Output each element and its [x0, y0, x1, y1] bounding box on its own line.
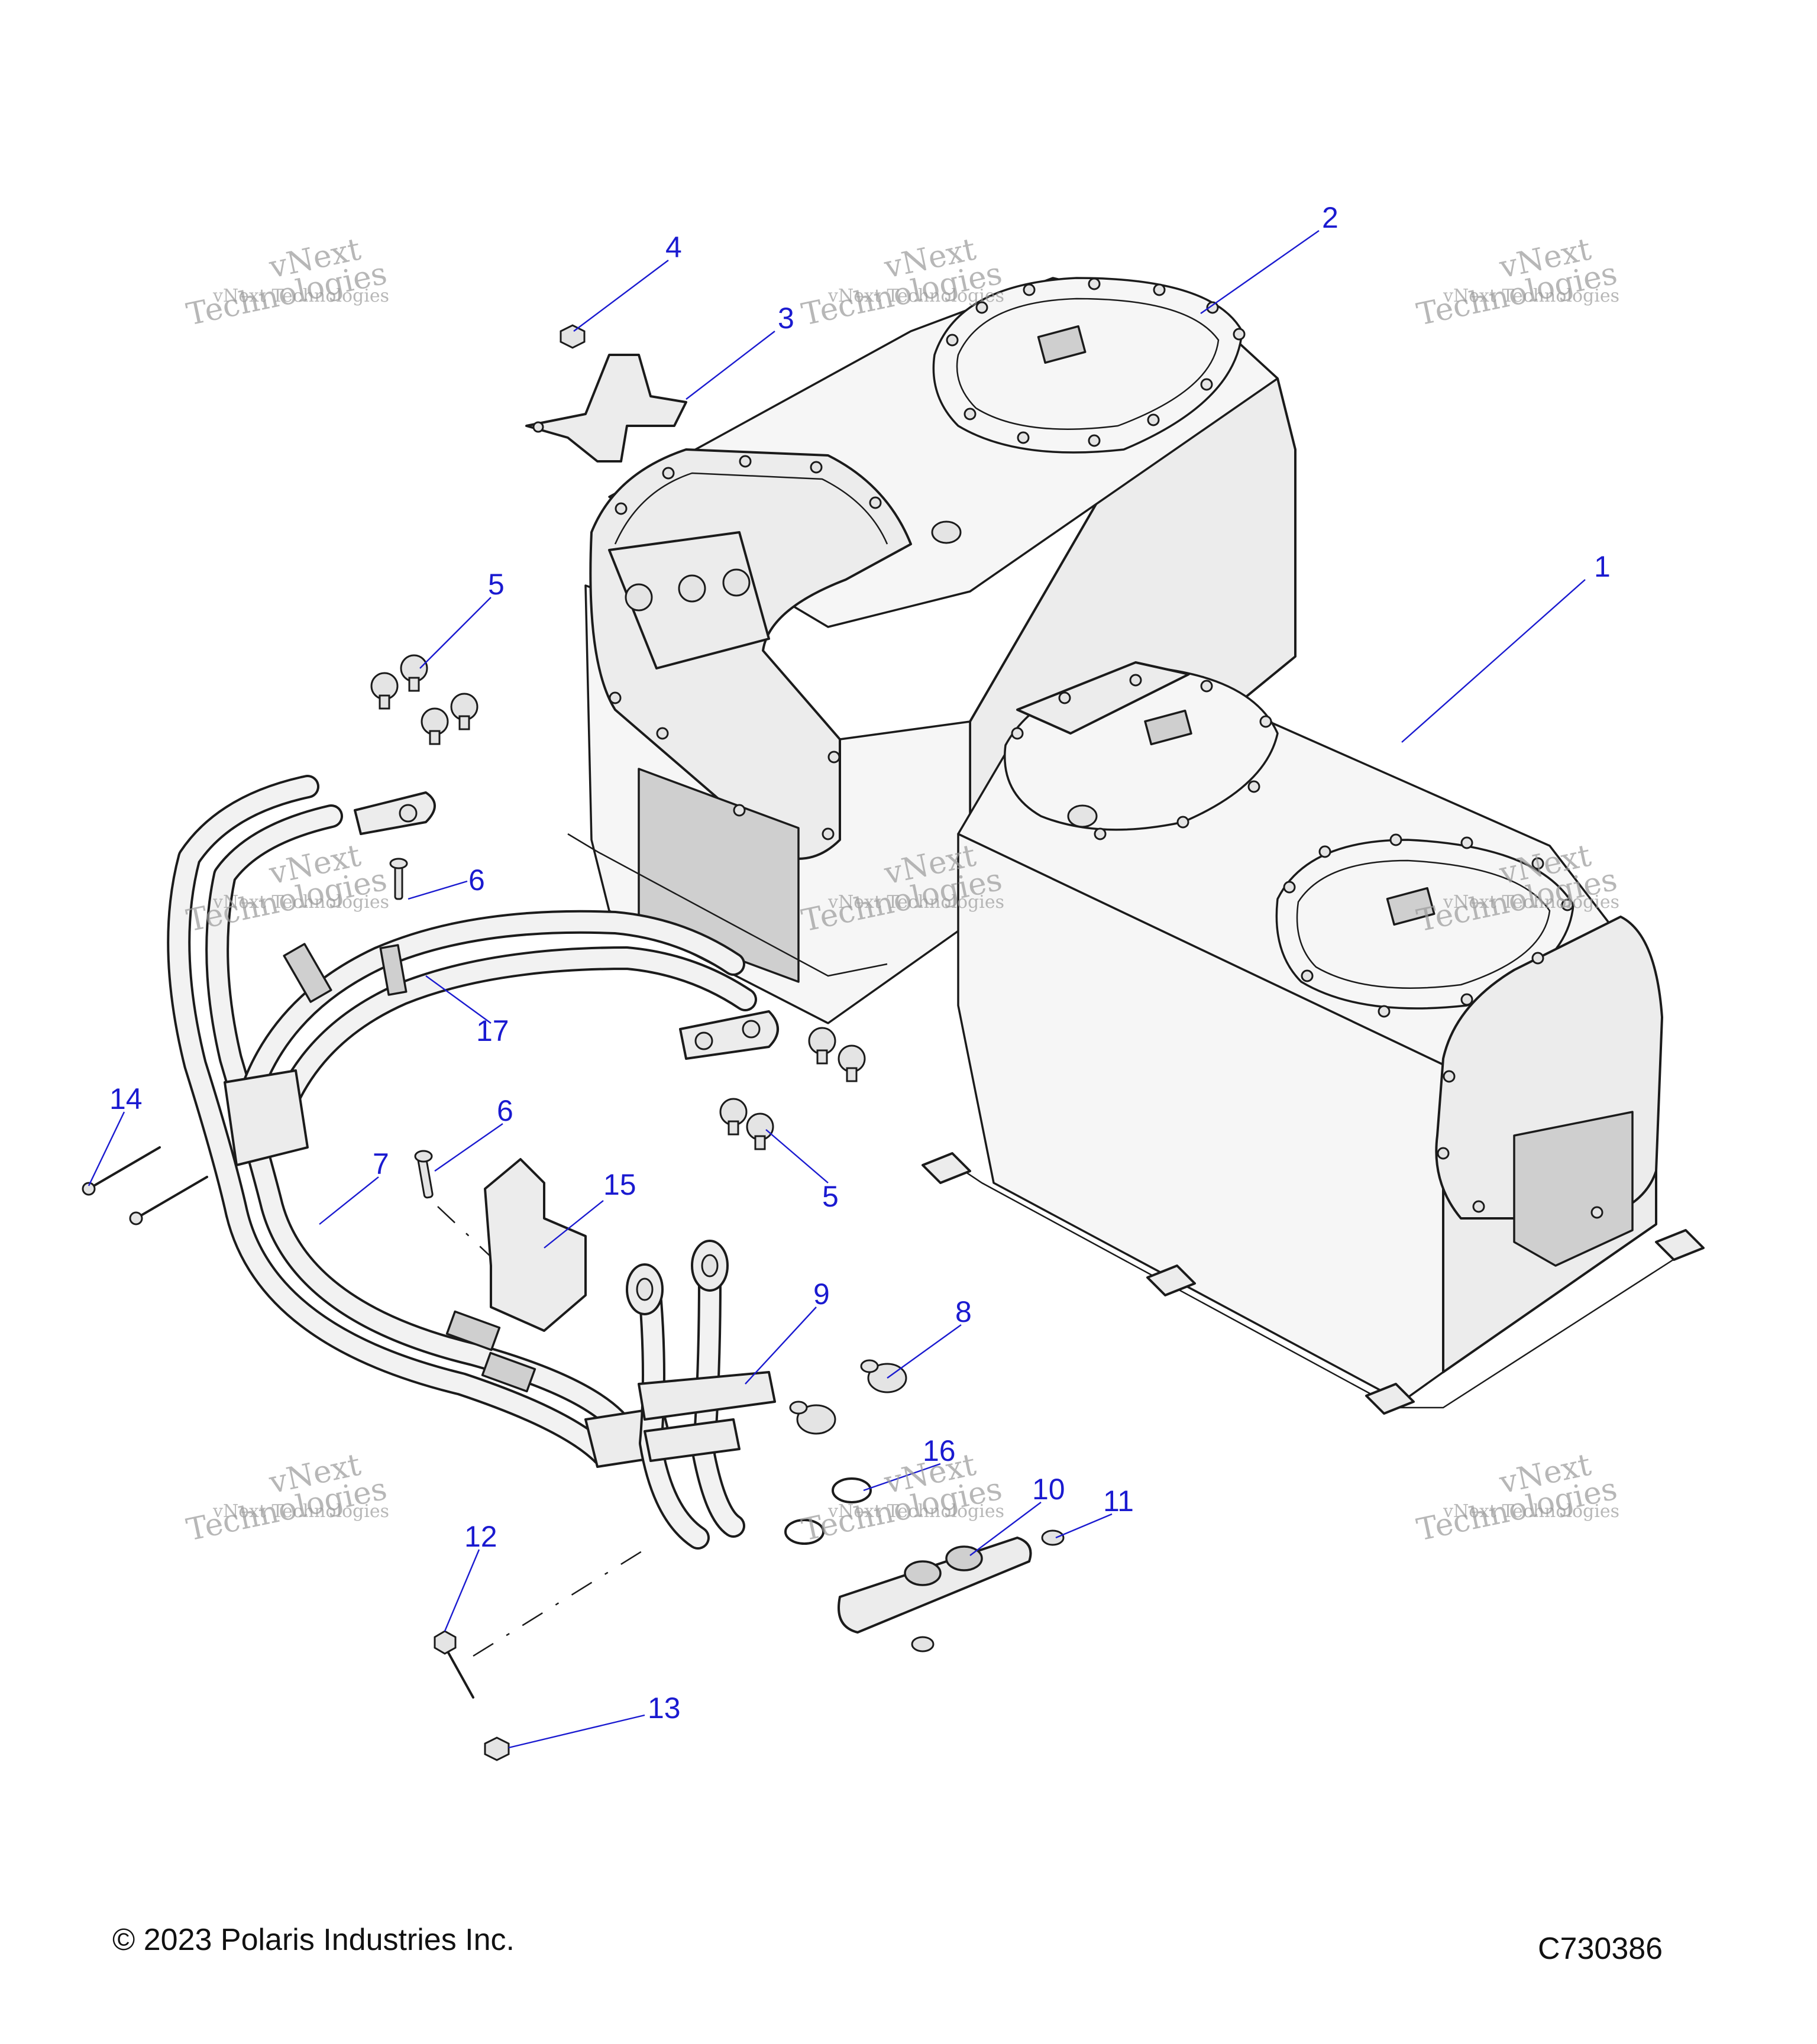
- callout-7: 7: [373, 1147, 389, 1181]
- leader-lines: [88, 230, 1586, 1749]
- callout-14: 14: [109, 1082, 143, 1115]
- callout-5-upper: 5: [488, 568, 505, 601]
- coolant-hoses: [167, 775, 779, 1468]
- screw-part-6-upper: [389, 858, 408, 900]
- watermark-text: vNext Technologies: [827, 1501, 1004, 1522]
- bolts-part-5-lower: [719, 1027, 866, 1150]
- knob-part-8: [789, 1359, 907, 1435]
- bracket-part-10: [838, 1537, 1032, 1634]
- watermark-text: vNext Technologies: [1443, 1501, 1619, 1522]
- callout-6-lower: 6: [497, 1094, 513, 1127]
- watermark-text: vNext Technologies: [1443, 892, 1619, 913]
- battery-pack-front: [922, 661, 1705, 1415]
- callout-6-upper: 6: [468, 863, 485, 897]
- copyright-notice: © 2023 Polaris Industries Inc.: [112, 1923, 515, 1957]
- nut-part-13: [484, 1736, 510, 1761]
- lid-bolts-rear: [609, 277, 1246, 840]
- callouts: 1 2 3 4 5 5 6 6 7 8 9 10 11 12 13 14 15 …: [109, 201, 1611, 1725]
- lid-bolts-front: [1011, 674, 1603, 1219]
- watermark-text: vNext Technologies: [212, 1501, 389, 1522]
- watermark-text: vNext Technologies: [212, 286, 389, 306]
- diagram-code: C730386: [1538, 1932, 1663, 1966]
- bolts-part-14: [82, 1146, 208, 1225]
- callout-11: 11: [1103, 1485, 1134, 1518]
- clamp-part-16: [784, 1477, 872, 1545]
- callout-2: 2: [1322, 201, 1338, 234]
- callout-3: 3: [778, 302, 794, 335]
- battery-cables: [626, 1240, 776, 1550]
- callout-1: 1: [1594, 550, 1611, 583]
- callout-4: 4: [665, 231, 682, 264]
- callout-12: 12: [464, 1520, 497, 1553]
- callout-15: 15: [603, 1168, 636, 1201]
- screw-part-11: [911, 1529, 1065, 1652]
- callout-9: 9: [813, 1278, 830, 1311]
- callout-10: 10: [1032, 1473, 1065, 1506]
- nut-part-4: [560, 324, 586, 349]
- callout-5-lower: 5: [822, 1180, 839, 1213]
- battery-pack-rear: [567, 277, 1297, 1024]
- watermark-text: vNext Technologies: [212, 892, 389, 913]
- watermark-text: vNext Technologies: [827, 892, 1004, 913]
- bracket-part-3: [525, 354, 687, 463]
- bracket-part-15: [484, 1158, 587, 1332]
- bolt-part-12: [434, 1548, 645, 1699]
- callout-17: 17: [476, 1014, 509, 1047]
- watermark-text: vNext Technologies: [1443, 286, 1619, 306]
- watermark-text: vNext Technologies: [827, 286, 1004, 306]
- bolts-part-5-upper: [370, 654, 479, 745]
- callout-8: 8: [955, 1295, 972, 1328]
- callout-13: 13: [648, 1692, 681, 1725]
- callout-16: 16: [923, 1434, 956, 1467]
